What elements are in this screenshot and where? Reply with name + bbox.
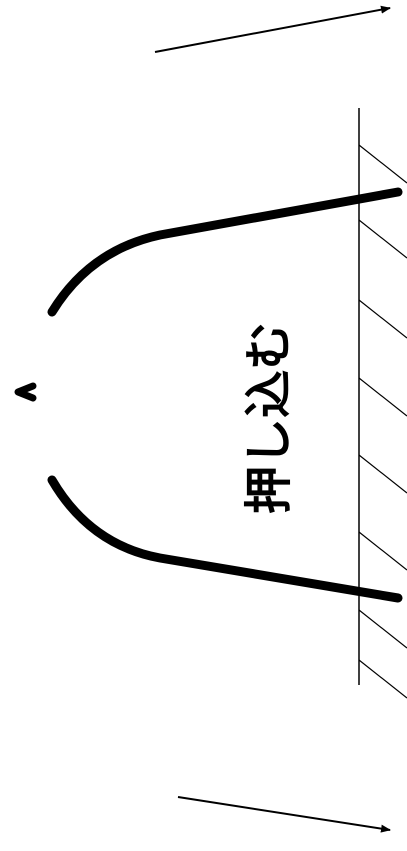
hatch-line [358,454,407,494]
hatch-line [358,144,407,184]
hatch-line [358,609,407,649]
u-shape-lower-arm [47,475,403,603]
wall-hatching [358,144,407,699]
diagram-label: 押し込む [241,322,297,514]
hatch-line [358,219,407,259]
arrow-top [154,5,391,53]
hatch-line [358,299,407,339]
hatch-line [358,531,407,571]
hatch-line [358,659,407,699]
u-shape-upper-arm [47,187,403,317]
tip-bracket [14,382,37,402]
arrow-bottom [177,796,391,833]
hatch-line [358,377,407,417]
